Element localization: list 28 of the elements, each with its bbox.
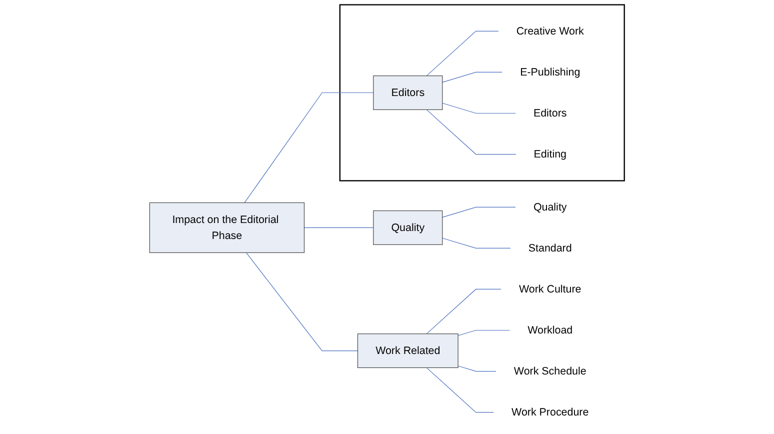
node-box: Impact on the Editorial Phase bbox=[149, 202, 305, 253]
node-text: E-Publishing bbox=[520, 66, 580, 78]
connector bbox=[246, 252, 358, 352]
node-text: Workload bbox=[528, 324, 573, 336]
node-text: Editors bbox=[533, 107, 567, 119]
node-box: Quality bbox=[373, 210, 443, 245]
node-text: Work Schedule bbox=[514, 365, 586, 377]
node-box: Work Related bbox=[357, 334, 458, 368]
connector bbox=[426, 367, 494, 413]
connector bbox=[304, 227, 374, 228]
node-text: Standard bbox=[528, 242, 572, 254]
node-text: Work Culture bbox=[518, 282, 582, 295]
connector bbox=[442, 72, 503, 83]
node-box: Editors bbox=[373, 76, 443, 110]
node-text: Work Procedure bbox=[512, 406, 589, 418]
connector bbox=[426, 288, 502, 334]
node-text: Creative Work bbox=[516, 24, 584, 37]
connector bbox=[244, 92, 374, 204]
cluster bbox=[339, 4, 625, 182]
node-text: Editing bbox=[534, 148, 566, 160]
connector bbox=[442, 102, 516, 114]
connector bbox=[426, 109, 516, 155]
connector bbox=[442, 206, 516, 218]
connector bbox=[458, 330, 510, 336]
connector bbox=[442, 238, 511, 248]
connector bbox=[426, 30, 499, 76]
connector bbox=[458, 366, 496, 372]
node-text: Quality bbox=[533, 200, 567, 213]
